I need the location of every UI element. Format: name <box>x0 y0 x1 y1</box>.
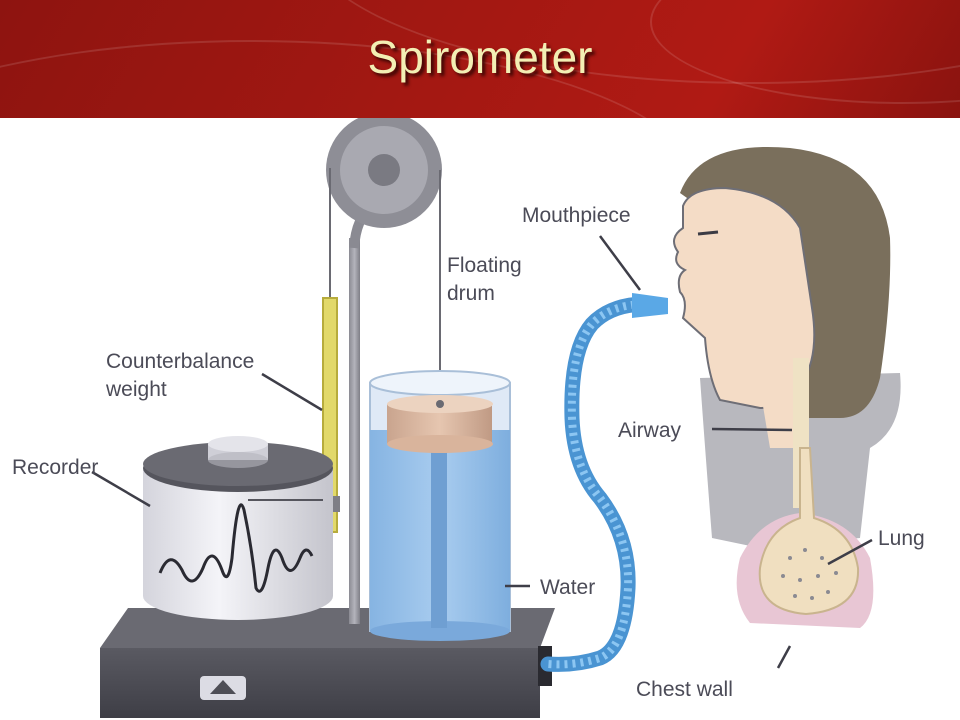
breathing-tube <box>540 296 658 672</box>
mouthpiece <box>632 293 668 318</box>
lung <box>758 447 860 616</box>
label-counterbalance-line2: weight <box>105 378 167 401</box>
pulley <box>326 118 442 228</box>
arrow-up-icon <box>210 680 236 694</box>
label-mouthpiece: Mouthpiece <box>522 204 631 227</box>
water-tank <box>369 370 511 641</box>
recorder-trace <box>158 503 314 593</box>
person-head <box>673 146 901 628</box>
slide-title: Spirometer <box>367 31 593 83</box>
label-recorder: Recorder <box>12 456 98 479</box>
recorder-drum <box>143 436 333 620</box>
spirometer-diagram: Mouthpiece Floating drum Counterbalance … <box>12 118 925 718</box>
label-airway: Airway <box>618 419 682 442</box>
label-chest-wall: Chest wall <box>636 678 733 701</box>
label-floating-drum-line1: Floating <box>447 254 522 277</box>
title-bar: Spirometer <box>0 0 960 118</box>
floating-drum <box>387 395 493 453</box>
support-pole <box>349 238 360 624</box>
label-water: Water <box>540 576 595 599</box>
label-floating-drum-line2: drum <box>447 282 495 305</box>
leader-lines <box>91 235 873 669</box>
label-counterbalance-line1: Counterbalance <box>106 350 254 373</box>
label-lung: Lung <box>878 527 925 550</box>
